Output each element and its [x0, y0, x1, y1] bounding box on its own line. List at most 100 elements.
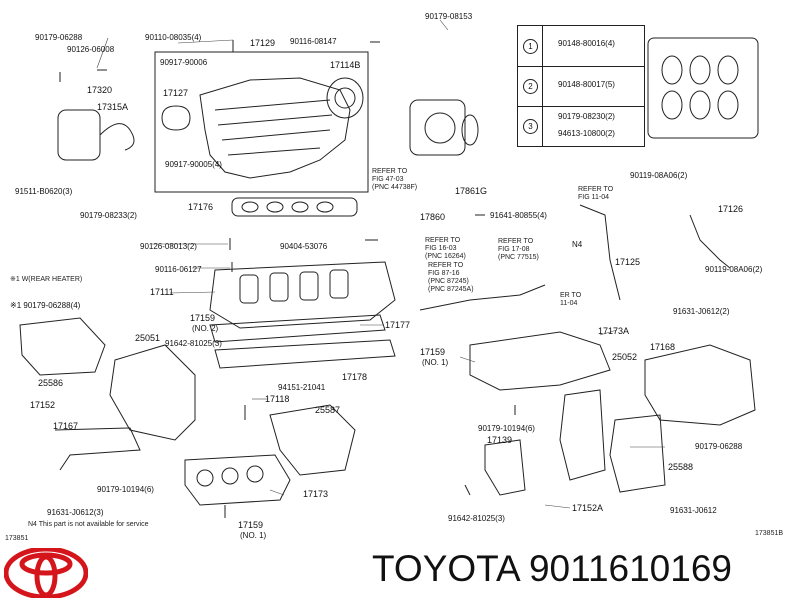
throttle-flange	[326, 77, 364, 119]
part-label: 90126-06008	[67, 45, 115, 54]
legend-index: 3	[523, 119, 538, 134]
pipe-17126	[689, 214, 731, 269]
refer-note-16: REFER TO FIG 16-03 (PNC 16264)	[425, 237, 466, 260]
part-label: 17167	[53, 421, 79, 431]
n4-note: N4 This part is not available for servic…	[28, 521, 149, 528]
part-label: 90179-10194(6)	[478, 424, 535, 433]
manifold-17173	[184, 454, 291, 506]
pipe-bracket	[419, 284, 546, 311]
refer-note-17: REFER TO FIG 17-08 (PNC 77515)	[498, 238, 539, 261]
pipe-17125	[579, 204, 621, 301]
egr-valve	[57, 109, 101, 161]
part-label: 90179-10194(6)	[97, 485, 154, 494]
part-label: 25052	[612, 352, 638, 362]
legend-part: 90179-08230(2)	[558, 112, 615, 121]
part-label: 90126-08013(2)	[140, 242, 197, 251]
legend-index: 1	[523, 39, 538, 54]
legend-table: 1 90148-80016(4) 2 90148-80017(5) 3 9017…	[517, 25, 645, 147]
bracket-17167	[54, 427, 141, 471]
part-label: 17152	[30, 400, 56, 410]
part-label: 17173A	[598, 326, 630, 336]
brand-name: TOYOTA	[372, 548, 519, 589]
part-label: 17114B	[330, 60, 361, 70]
refer-note-11b: ER TO 11-04	[560, 292, 582, 307]
refer-note-11a: REFER TO FIG 11-04	[578, 186, 614, 201]
part-label: 17152A	[572, 503, 604, 513]
toyota-logo-icon	[3, 546, 89, 603]
intake-runners	[214, 99, 333, 156]
part-label: 91511-B0620(3)	[15, 187, 73, 196]
figure-id: 173851B	[755, 530, 784, 537]
part-label: 90179-08153	[425, 12, 473, 21]
gasket-17178	[214, 339, 396, 369]
gasket-17176	[231, 197, 358, 217]
part-label: 90917-90005(4)	[165, 160, 222, 169]
part-label: 90179-08233(2)	[80, 211, 137, 220]
part-label: 90179-06288	[695, 442, 743, 451]
part-label: (NO. 2)	[192, 324, 219, 333]
legend-row-2: 2 90148-80017(5)	[518, 66, 644, 107]
part-label: 91641-80855(4)	[490, 211, 547, 220]
legend-row-1: 1 90148-80016(4)	[518, 26, 644, 67]
part-label: 17139	[487, 435, 513, 445]
part-label: 17173	[303, 489, 329, 499]
converter-25051	[109, 344, 196, 441]
gasket-17177	[209, 314, 386, 343]
part-label: 91631-J0612(3)	[47, 508, 104, 517]
legend-part: 90148-80016(4)	[558, 39, 615, 48]
figure-id: 173851	[5, 535, 29, 542]
throttle-body	[409, 99, 466, 156]
heat-shield-17168	[644, 344, 756, 426]
converter-25588	[609, 414, 666, 493]
part-label: (NO. 1)	[240, 531, 267, 540]
bracket-17139	[484, 439, 526, 496]
intake-group-box	[154, 51, 369, 193]
part-label: 17127	[163, 88, 189, 98]
part-label: 17177	[385, 320, 411, 330]
heat-shield-25586	[19, 317, 106, 376]
part-label: 17176	[188, 202, 214, 212]
part-label: 17159	[238, 520, 264, 530]
part-label: 90179-06288	[35, 33, 83, 42]
heat-shield-25587	[269, 404, 356, 476]
part-number: 9011610169	[528, 548, 732, 589]
legend-part: 94613-10800(2)	[558, 129, 615, 138]
part-label: 17111	[150, 287, 174, 297]
part-label: 17159	[190, 313, 216, 323]
part-label: 90116-08147	[290, 37, 337, 46]
part-label: 25588	[668, 462, 694, 472]
part-label: 25586	[38, 378, 64, 388]
legend-row-3: 3 90179-08230(2) 94613-10800(2)	[518, 106, 644, 146]
part-label: 90917-90006	[160, 58, 208, 67]
part-label: ※1 90179-06288(4)	[10, 301, 81, 310]
part-label: 94151-21041	[278, 383, 326, 392]
converter-25052	[559, 389, 606, 481]
part-label: 90119-08A06(2)	[630, 171, 688, 180]
part-label: 25051	[135, 333, 161, 343]
part-label: 17126	[718, 204, 744, 214]
part-label: 17159	[420, 347, 446, 357]
part-label: 17118	[265, 394, 290, 404]
legend-part: 90148-80017(5)	[558, 80, 615, 89]
part-label: 17861G	[455, 186, 488, 196]
intake-manifold	[199, 77, 351, 179]
part-label: 17125	[615, 257, 641, 267]
rear-heater-note: ※1 W(REAR HEATER)	[10, 276, 83, 283]
legend-index: 2	[523, 79, 538, 94]
brand-part-number: TOYOTA 9011610169	[372, 548, 732, 590]
part-label: 90116-06127	[155, 265, 202, 274]
part-label: 91642-81025(3)	[165, 339, 222, 348]
part-label: 91642-81025(3)	[448, 514, 505, 523]
part-label: 25587	[315, 405, 341, 415]
part-label: 17860	[420, 212, 446, 222]
part-label: 91631-J0612(2)	[673, 307, 730, 316]
refer-note-87: REFER TO FIG 87-16 (PNC 87245) (PNC 8724…	[428, 262, 474, 293]
part-label: 91631-J0612	[670, 506, 717, 515]
part-label: 90110-08035(4)	[145, 33, 202, 42]
legend-gasket	[647, 37, 759, 139]
part-label: 17315A	[97, 102, 129, 112]
part-label: N4	[572, 240, 583, 249]
part-label: 90119-08A06(2)	[705, 265, 763, 274]
part-label: 90404-53076	[280, 242, 328, 251]
